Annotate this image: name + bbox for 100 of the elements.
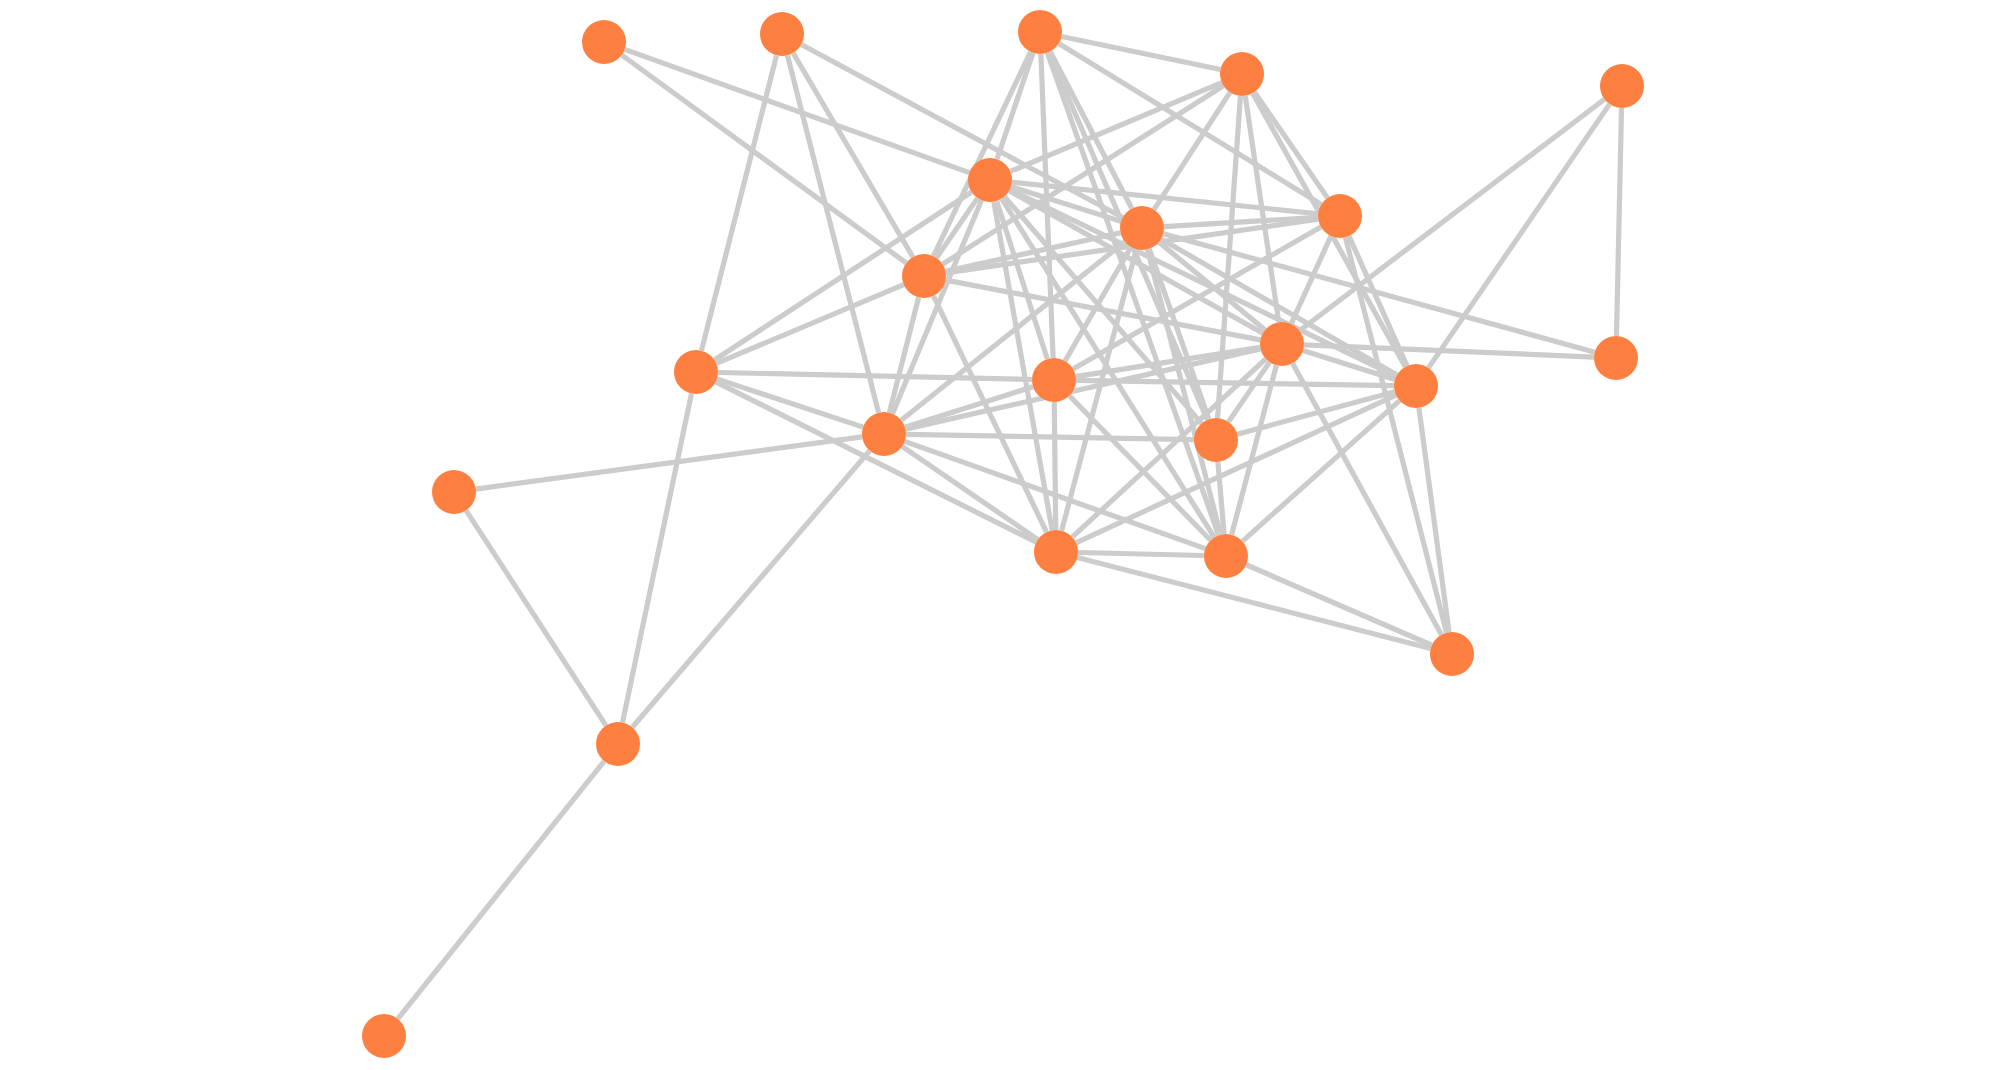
node-circle <box>1204 534 1248 578</box>
connector-line <box>904 346 1262 432</box>
node-circle <box>1220 52 1264 96</box>
connector-line <box>1416 407 1452 633</box>
connector-line <box>1144 248 1224 536</box>
connector-line <box>1009 80 1223 174</box>
connector-line <box>944 230 1122 274</box>
connector-line <box>1057 41 1323 207</box>
connector-line <box>1051 401 1059 531</box>
node-circle <box>1600 64 1644 108</box>
connector-line <box>1303 342 1595 360</box>
connector-line <box>1075 377 1395 389</box>
connector-line <box>1151 91 1233 211</box>
connector-line <box>1011 179 1319 217</box>
connector-line <box>994 200 1050 360</box>
connector-line <box>1070 357 1268 539</box>
connector-line <box>1077 549 1205 559</box>
connector-line <box>1236 389 1396 437</box>
node-circle <box>674 350 718 394</box>
connector-line <box>1010 184 1122 224</box>
connector-line <box>1245 562 1433 648</box>
connector-line <box>1302 348 1396 382</box>
connector-line <box>620 52 908 266</box>
node-circle <box>968 158 1012 202</box>
node-circle <box>1032 358 1076 402</box>
connector-line <box>1290 362 1444 636</box>
connector-line <box>899 239 1127 423</box>
node-circle <box>596 722 640 766</box>
connector-line <box>1346 235 1410 367</box>
connector-line <box>623 46 971 176</box>
connector-line <box>905 431 1195 443</box>
connector-line <box>463 509 609 727</box>
connector-line <box>931 50 1033 258</box>
connector-line <box>1162 231 1596 355</box>
connector-line <box>1038 53 1056 359</box>
connector-line <box>1008 187 1398 379</box>
connector-line <box>1071 224 1323 372</box>
connector-line <box>900 444 1040 542</box>
connector-line <box>1047 50 1135 210</box>
connector-line <box>790 51 916 259</box>
connector-line <box>717 369 1033 383</box>
connector-line <box>1007 188 1265 336</box>
node-circle <box>1034 530 1078 574</box>
node-circle <box>1594 336 1638 380</box>
connector-line <box>991 201 1055 531</box>
node-circle <box>1018 10 1062 54</box>
connector-line <box>999 197 1217 539</box>
node-circle <box>1394 364 1438 408</box>
node-circle <box>1120 206 1164 250</box>
connector-line <box>1044 51 1222 537</box>
connector-line <box>1342 236 1450 634</box>
connector-line <box>1613 107 1625 337</box>
connector-line <box>716 376 864 430</box>
connector-line <box>994 52 1036 160</box>
connector-line <box>934 196 980 260</box>
connector-line <box>886 296 922 414</box>
connector-line <box>1240 398 1402 544</box>
node-circle <box>1430 632 1474 676</box>
connector-line <box>475 434 863 492</box>
node-circle <box>362 1014 406 1058</box>
connector-line <box>1242 95 1282 323</box>
connector-line <box>931 294 1049 534</box>
connector-line <box>619 393 695 723</box>
connector-line <box>1288 234 1334 326</box>
node-circle <box>760 12 804 56</box>
connector-line <box>1146 247 1212 421</box>
connector-line <box>1252 90 1330 200</box>
connector-line <box>1163 214 1319 230</box>
connector-line <box>1157 240 1267 332</box>
connector-line <box>714 379 1038 545</box>
connector-line <box>800 42 1124 220</box>
connector-line <box>1426 102 1612 370</box>
connector-line <box>698 54 780 352</box>
connector-line <box>1059 248 1139 532</box>
connector-line <box>945 216 1319 276</box>
connector-line <box>713 189 973 363</box>
connector-line <box>904 384 1034 430</box>
connector-line <box>1215 461 1227 535</box>
connector-line <box>1297 97 1607 333</box>
node-circle <box>862 412 906 456</box>
connector-line <box>1061 33 1221 73</box>
node-circle <box>1260 322 1304 366</box>
node-circle <box>1194 418 1238 462</box>
connector-line <box>1250 91 1408 369</box>
connector-line <box>1214 95 1244 419</box>
connector-line <box>1062 245 1134 363</box>
connector-line <box>395 759 607 1021</box>
connector-line <box>1075 344 1261 380</box>
connector-line <box>630 449 872 729</box>
node-circle <box>582 20 626 64</box>
connector-line <box>1002 194 1204 426</box>
connector-line <box>1067 393 1213 543</box>
connector-line <box>715 282 905 366</box>
connector-line <box>890 199 984 415</box>
node-circle <box>1318 194 1362 238</box>
connector-line <box>945 277 1261 343</box>
node-circle <box>432 470 476 514</box>
connector-line <box>1226 360 1272 424</box>
connector-line <box>1159 236 1399 378</box>
connector-line <box>1074 392 1398 546</box>
